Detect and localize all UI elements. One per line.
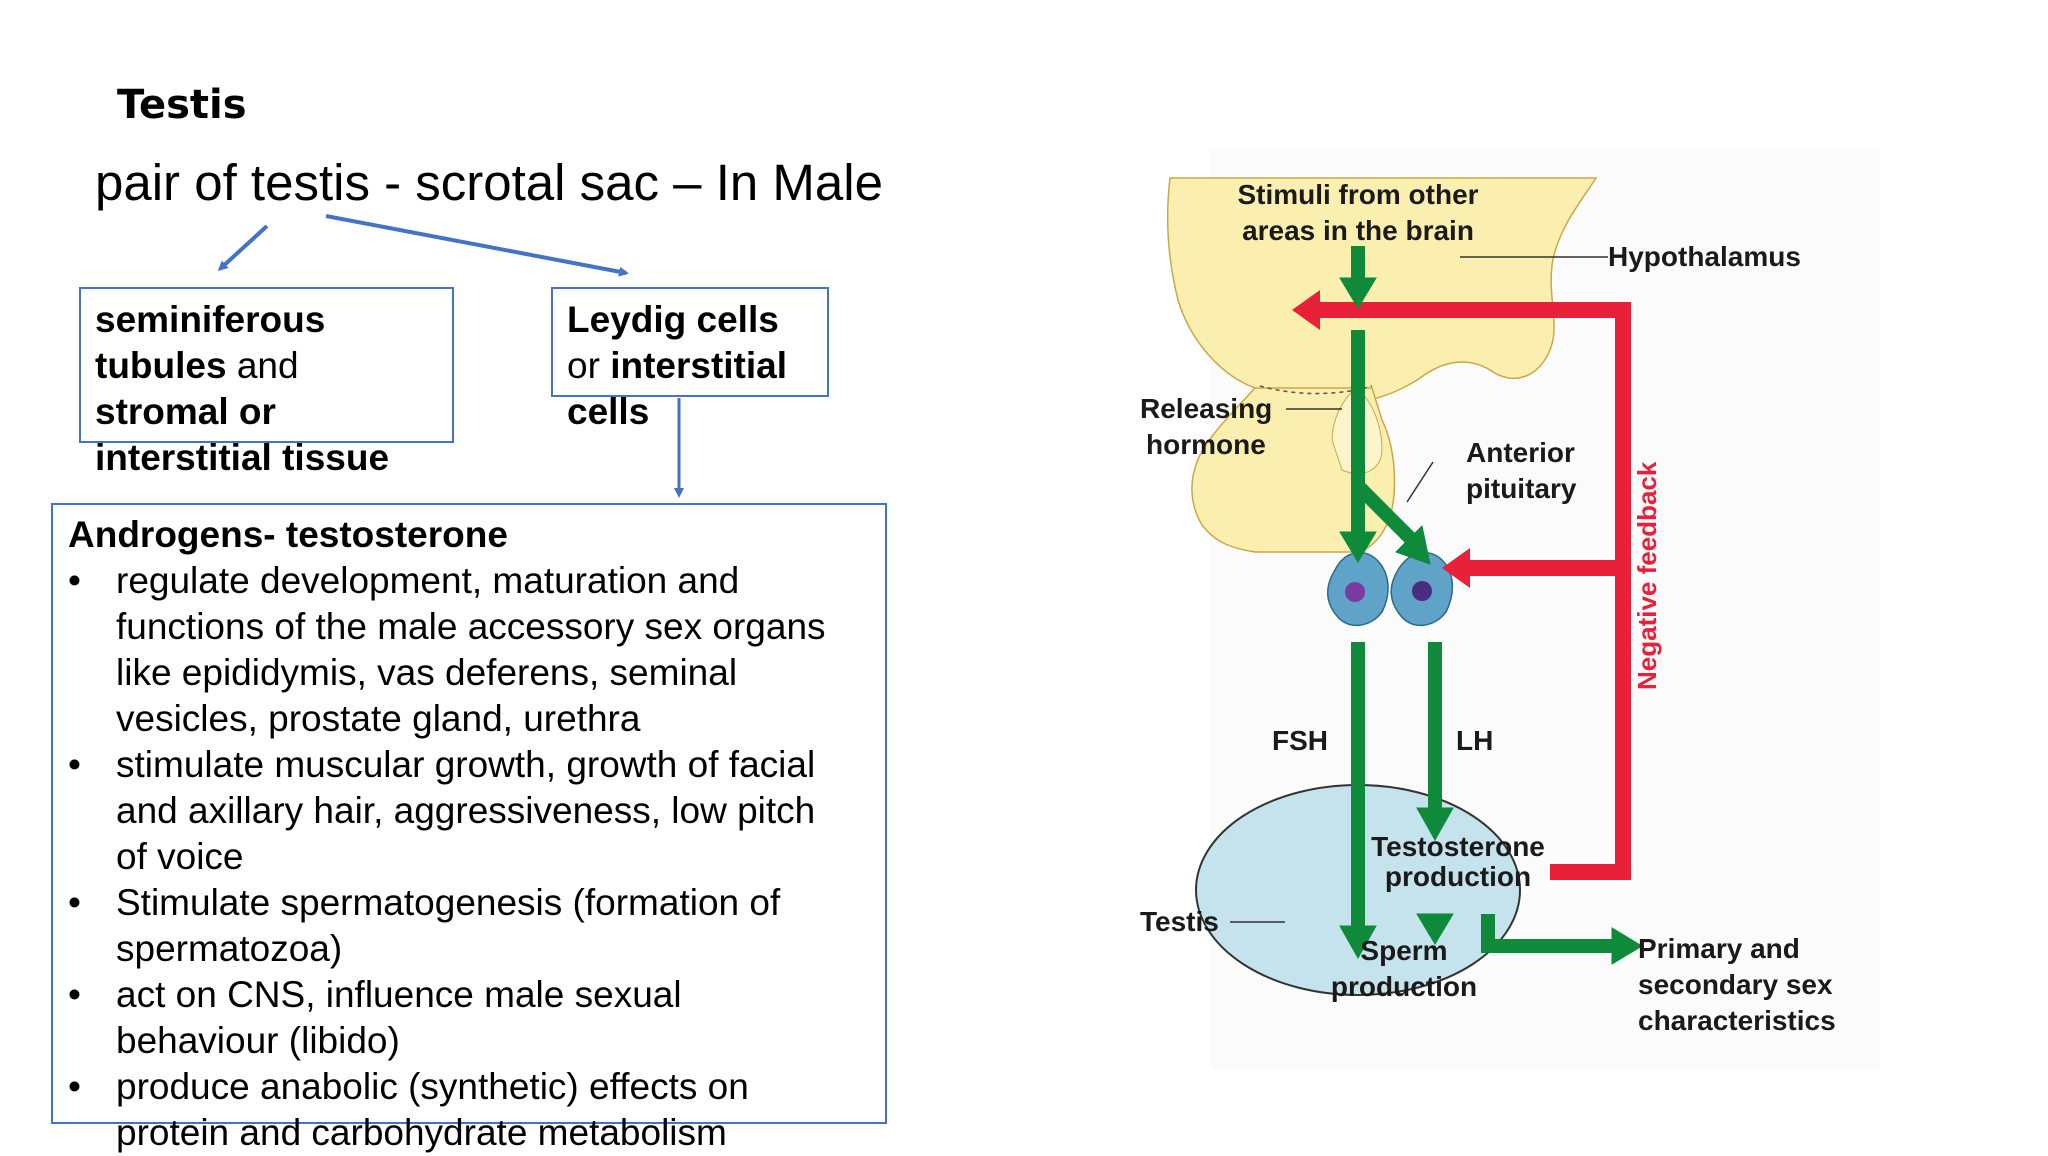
stimuli-label-line2: areas in the brain	[1242, 215, 1474, 246]
fsh-label: FSH	[1272, 725, 1328, 756]
bullet-line: of voice	[116, 836, 244, 877]
arrow-to-leydig	[325, 214, 629, 277]
leydig-line3: cells	[567, 391, 650, 432]
bullet-item: • Stimulate spermatogenesis (formation o…	[68, 880, 826, 972]
bullet-line: like epididymis, vas deferens, seminal	[116, 652, 738, 693]
androgens-bullet-list: • regulate development, maturation and f…	[68, 558, 826, 1156]
bullet-dot: •	[68, 560, 81, 601]
leydig-box	[551, 287, 829, 397]
primary-sex-label-line2: secondary sex	[1638, 969, 1833, 1000]
bullet-line: produce anabolic (synthetic) effects on	[116, 1066, 749, 1107]
bullet-line: spermatozoa)	[116, 928, 343, 969]
bullet-line: behaviour (libido)	[116, 1020, 400, 1061]
green-arrows	[1339, 246, 1643, 965]
testosterone-label-line1: Testosterone	[1371, 831, 1545, 862]
seminiferous-box-text: seminiferous tubules and stromal or inte…	[95, 297, 389, 481]
bullet-item: • produce anabolic (synthetic) effects o…	[68, 1064, 826, 1156]
bullet-dot: •	[68, 974, 81, 1015]
arrow-to-seminiferous	[217, 224, 269, 272]
bullet-dot: •	[68, 1066, 81, 1107]
leydig-line2-bold: interstitial	[610, 345, 788, 386]
androgens-heading: Androgens- testosterone	[68, 514, 508, 555]
bullet-dot: •	[68, 882, 81, 923]
seminiferous-box	[79, 287, 454, 443]
bullet-line: protein and carbohydrate metabolism	[116, 1112, 727, 1153]
testosterone-label-line2: production	[1385, 861, 1531, 892]
bullet-line: stimulate muscular growth, growth of fac…	[116, 744, 816, 785]
bullet-item: • act on CNS, influence male sexual beha…	[68, 972, 826, 1064]
bullet-item: • stimulate muscular growth, growth of f…	[68, 742, 826, 880]
stalk-dashed-boundary	[1259, 385, 1373, 395]
seminiferous-line2-bold: tubules	[95, 345, 227, 386]
releasing-hormone-label-line2: hormone	[1146, 429, 1266, 460]
hormone-axis-figure: Stimuli from other areas in the brain Hy…	[1140, 150, 1880, 1070]
leydig-line1: Leydig cells	[567, 299, 779, 340]
anterior-pituitary-label-line1: Anterior	[1466, 437, 1575, 468]
sperm-label-line1: Sperm	[1360, 935, 1447, 966]
seminiferous-line1: seminiferous	[95, 299, 326, 340]
negative-feedback-path	[1315, 302, 1631, 880]
feedback-arrowhead-hypothalamus	[1292, 290, 1320, 330]
slide-subtitle: pair of testis - scrotal sac – In Male	[95, 154, 883, 211]
bullet-line: vesicles, prostate gland, urethra	[116, 698, 641, 739]
primary-sex-label-line3: characteristics	[1638, 1005, 1836, 1036]
negative-feedback-label: Negative feedback	[1632, 461, 1662, 690]
seminiferous-line3: stromal or	[95, 391, 276, 432]
pituitary-cell-left	[1327, 551, 1389, 626]
bullet-line: act on CNS, influence male sexual	[116, 974, 682, 1015]
seminiferous-line4: interstitial tissue	[95, 437, 390, 478]
pituitary-cell-right	[1390, 551, 1454, 626]
androgens-content: Androgens- testosterone • regulate devel…	[68, 512, 826, 1156]
leydig-line2-pre: or	[567, 345, 611, 386]
feedback-arrowhead-pituitary	[1442, 548, 1470, 588]
leader-lines	[1230, 256, 1608, 923]
primary-sex-label-line1: Primary and	[1638, 933, 1800, 964]
bullet-line: functions of the male accessory sex orga…	[116, 606, 826, 647]
sperm-label-line2: production	[1331, 971, 1477, 1002]
bullet-line: regulate development, maturation and	[116, 560, 740, 601]
lh-label: LH	[1456, 725, 1493, 756]
androgens-box	[51, 503, 887, 1124]
bullet-line: Stimulate spermatogenesis (formation of	[116, 882, 781, 923]
leydig-box-text: Leydig cells or interstitial cells	[567, 297, 787, 435]
slide-title: Testis	[117, 82, 247, 128]
bullet-line: and axillary hair, aggressiveness, low p…	[116, 790, 816, 831]
hypothalamus-label: Hypothalamus	[1608, 241, 1801, 272]
stimuli-label-line1: Stimuli from other	[1237, 179, 1478, 210]
anterior-pituitary-label-line2: pituitary	[1466, 473, 1577, 504]
seminiferous-line2-rest: and	[226, 345, 299, 386]
testis-label: Testis	[1140, 906, 1219, 937]
bullet-item: • regulate development, maturation and f…	[68, 558, 826, 742]
releasing-hormone-label-line1: Releasing	[1140, 393, 1272, 424]
bullet-dot: •	[68, 744, 81, 785]
hypothalamus-shape	[1166, 177, 1598, 405]
